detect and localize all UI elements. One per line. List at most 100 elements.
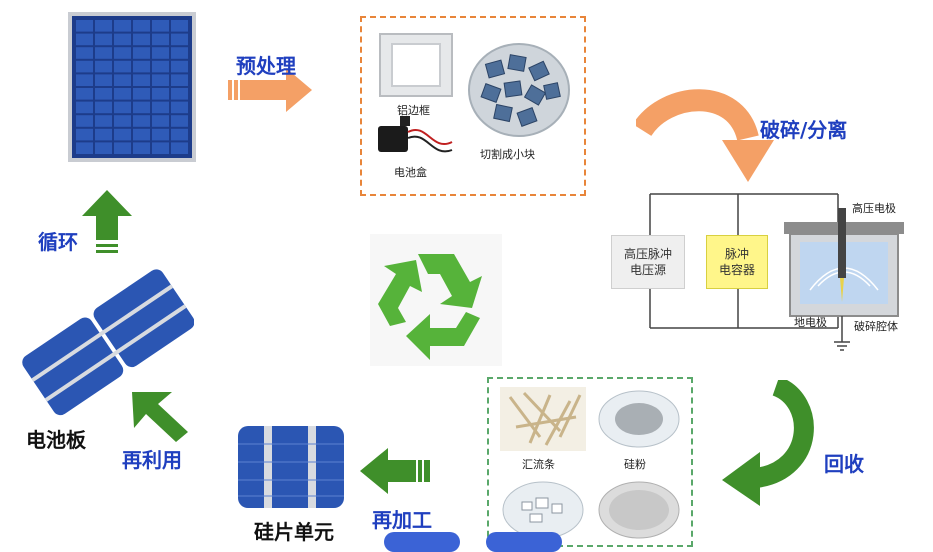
solar-panel-image — [68, 12, 196, 162]
panel-cell — [152, 47, 169, 59]
panel-cell — [95, 60, 112, 73]
pulse-capacitor-box: 脉冲 电容器 — [706, 235, 768, 289]
panel-cell — [133, 33, 150, 46]
panel-cell — [171, 115, 188, 127]
pretreatment-arrow — [228, 68, 312, 112]
battery-panel-label: 电池板 — [26, 428, 86, 452]
panel-cell — [95, 101, 112, 114]
crush-chamber-label: 破碎腔体 — [854, 320, 898, 333]
bus-bar-label: 汇流条 — [522, 458, 555, 471]
panel-cell — [152, 88, 169, 100]
panel-cell — [171, 101, 188, 114]
hv-electrode-label: 高压电极 — [852, 202, 896, 215]
panel-cell — [133, 74, 150, 86]
crusher-circuit — [649, 193, 904, 351]
panel-cell — [76, 60, 93, 73]
panel-cell — [152, 115, 169, 127]
panel-cell — [133, 101, 150, 114]
pretreatment-box — [360, 16, 586, 196]
aluminum-frame-image — [379, 33, 453, 97]
reprocess-arrow — [360, 448, 430, 494]
panel-cell — [95, 33, 112, 46]
panel-cell — [114, 33, 131, 46]
aluminum-frame-label: 铝边框 — [397, 104, 430, 117]
panel-cell — [95, 142, 112, 154]
panel-cell — [133, 20, 150, 32]
cut-pieces-label: 切割成小块 — [480, 148, 535, 161]
panel-cell — [95, 74, 112, 86]
bus-bar-image — [500, 387, 586, 451]
panel-cell — [171, 20, 188, 32]
panel-cell — [133, 47, 150, 59]
pretreatment-label: 预处理 — [236, 54, 296, 78]
crush-separate-label: 破碎/分离 — [760, 118, 848, 142]
panel-cell — [76, 101, 93, 114]
panel-cell — [114, 142, 131, 154]
panel-cell — [133, 128, 150, 141]
hv-pulse-source-box: 高压脉冲 电压源 — [611, 235, 685, 289]
cycle-label: 循环 — [38, 230, 78, 254]
recover-arrow — [722, 380, 814, 506]
panel-cell — [133, 142, 150, 154]
panel-cell — [95, 88, 112, 100]
panel-cell — [76, 88, 93, 100]
panel-cell — [76, 128, 93, 141]
panel-cell — [171, 142, 188, 154]
panel-cell — [114, 60, 131, 73]
panel-cell — [152, 33, 169, 46]
panel-cell — [171, 47, 188, 59]
panel-cell — [95, 128, 112, 141]
panel-cell — [114, 47, 131, 59]
pulse-capacitor-line1: 脉冲 — [724, 247, 749, 261]
fine-powder-image — [598, 481, 680, 539]
silicon-cell-label: 硅片单元 — [254, 520, 334, 544]
panel-cell — [171, 128, 188, 141]
panel-cell — [133, 115, 150, 127]
panel-cell — [114, 20, 131, 32]
silver-fragments-image — [502, 481, 584, 539]
panel-cell — [114, 128, 131, 141]
panel-cell — [152, 74, 169, 86]
pulse-capacitor-line2: 电容器 — [718, 263, 755, 277]
panel-cell — [114, 74, 131, 86]
reuse-label: 再利用 — [122, 448, 182, 472]
panel-cell — [76, 74, 93, 86]
panel-cell — [114, 88, 131, 100]
panel-cell — [152, 60, 169, 73]
panel-cell — [171, 88, 188, 100]
recover-label: 回收 — [824, 452, 864, 476]
panel-cell — [76, 47, 93, 59]
panel-cell — [171, 60, 188, 73]
junction-box-image — [378, 116, 453, 153]
silicon-powder-image — [598, 390, 680, 448]
hv-pulse-source-line1: 高压脉冲 — [623, 247, 672, 261]
cycle-arrow — [82, 190, 132, 253]
cut-pieces-image — [468, 43, 570, 137]
panel-cell — [152, 128, 169, 141]
panel-cell — [95, 20, 112, 32]
panel-cell — [95, 47, 112, 59]
recycle-icon — [370, 234, 502, 366]
silicon-powder-label: 硅粉 — [624, 458, 646, 471]
battery-panel-image — [22, 269, 194, 416]
panel-cell — [76, 142, 93, 154]
panel-cell — [114, 115, 131, 127]
panel-cell — [76, 20, 93, 32]
panel-cell — [114, 101, 131, 114]
crush-separate-arrow — [636, 89, 774, 182]
panel-cell — [152, 142, 169, 154]
panel-cell — [171, 74, 188, 86]
bottom-shape-left — [384, 532, 460, 552]
panel-cell — [152, 101, 169, 114]
panel-cell — [152, 20, 169, 32]
panel-cell — [133, 60, 150, 73]
silicon-cell-image — [238, 426, 344, 508]
hv-pulse-source-line2: 电压源 — [629, 263, 666, 277]
panel-cell — [95, 115, 112, 127]
panel-cell — [76, 33, 93, 46]
ground-electrode-label: 地电极 — [794, 316, 827, 329]
reuse-arrow — [132, 392, 188, 442]
reprocess-label: 再加工 — [372, 508, 432, 532]
panel-cell — [171, 33, 188, 46]
panel-cell — [76, 115, 93, 127]
